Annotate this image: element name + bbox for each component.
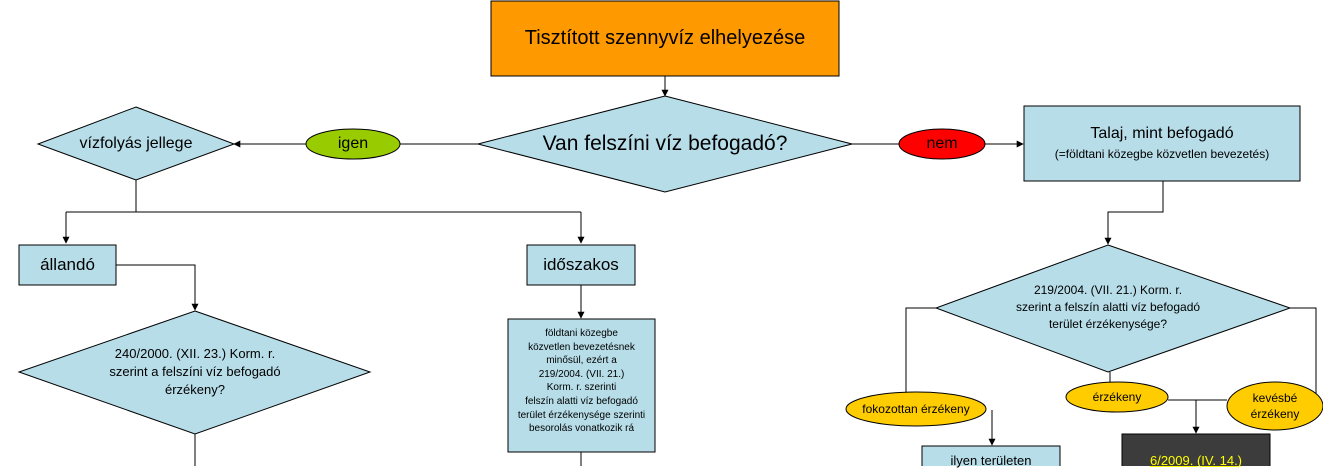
yes-label: igen [337,135,369,152]
line-groundsens-left [905,307,936,397]
question-label: Van felszíni víz befogadó? [542,132,788,155]
soil-title: Talaj, mint befogadó [1090,125,1234,142]
decree-box [1121,433,1271,466]
periodic-note-line: besorolás vonatkozik rá [528,423,635,435]
yes-oval [305,128,401,160]
soil-subtitle: (=földtani közegbe közvetlen bevezetés) [1054,147,1270,161]
title-label: Tisztított szennyvíz elhelyezése [524,27,806,49]
periodic-note-line: terület érzékenysége szerinti [517,409,646,421]
ground-sens-diamond [934,244,1292,373]
surface-sens-diamond [17,310,372,435]
highly-sensitive-oval [845,391,987,427]
arrow-permanent-to-sens [116,264,199,311]
ground-sens-line-1: 219/2004. (VII. 21.) Korm. r. [1033,283,1183,297]
periodic-note-line: közvetlen bevezetésnek [528,341,635,353]
soil-label: Talaj, mint befogadó (=földtani közegbe … [1024,124,1300,164]
periodic-note-line: Korm. r. szerinti [546,382,617,394]
such-area-box [921,445,1061,466]
question-diamond [477,95,853,193]
periodic-box [526,244,636,286]
soil-box [1023,105,1301,182]
no-label: nem [926,135,958,152]
less-sensitive-line-2: érzékeny [1250,407,1300,421]
connectors [62,76,1317,466]
permanent-label: állandó [40,255,95,274]
less-sensitive-line-1: kevésbé [1252,391,1298,405]
arrow-to-decree [1168,399,1200,434]
sensitive-oval [1065,381,1169,413]
less-sensitive-label: kevésbé érzékeny [1227,390,1323,422]
no-oval [898,128,986,160]
stream-type-diamond [36,106,236,181]
sensitive-label: érzékeny [1092,390,1142,404]
periodic-note-box [507,318,656,453]
surface-sens-label: 240/2000. (XII. 23.) Korm. r. szerint a … [60,345,330,399]
surface-sens-line-2: szerint a felszíni víz befogadó [109,364,281,379]
title-box [490,0,840,77]
such-area-label: ilyen területen [950,452,1032,468]
permanent-box [18,244,117,286]
decree-label: 6/2009. (IV. 14.) [1149,452,1243,468]
periodic-note-line: 219/2004. (VII. 21.) [538,368,625,380]
line-stream-branch [66,180,137,213]
ground-sens-label: 219/2004. (VII. 21.) Korm. r. szerint a … [980,282,1236,333]
surface-sens-line-3: érzékeny? [165,382,225,397]
periodic-note-line: földtani közegbe [545,328,618,339]
line-groundsens-right [1290,307,1317,397]
periodic-label: időszakos [543,255,619,274]
periodic-note-line: minősül, ezért a [546,355,617,367]
periodic-note-line: felszín alatti víz befogadó [525,395,638,407]
ground-sens-line-3: terület érzékenysége? [1048,317,1168,331]
highly-sensitive-label: fokozottan érzékeny [862,402,970,416]
less-sensitive-oval [1226,381,1323,431]
arrow-soil-to-groundsens [1104,181,1164,245]
stream-type-label: vízfolyás jellege [79,135,193,152]
ground-sens-line-2: szerint a felszín alatti víz befogadó [1015,300,1201,314]
surface-sens-line-1: 240/2000. (XII. 23.) Korm. r. [114,346,276,361]
periodic-note-text: földtani közegbe közvetlen bevezetésnek mi… [508,327,655,436]
